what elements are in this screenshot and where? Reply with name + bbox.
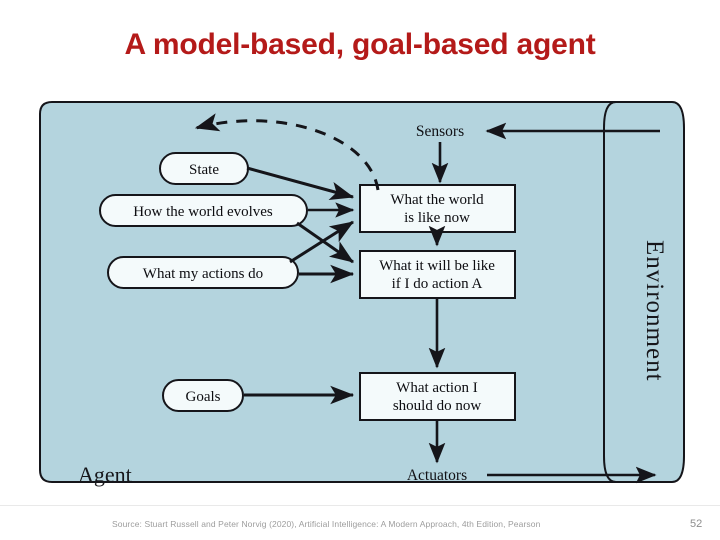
node-how-the-world-evolves-label: How the world evolves bbox=[133, 204, 273, 220]
world-to-state-feedback-arc bbox=[194, 113, 380, 191]
page-title: A model-based, goal-based agent bbox=[124, 28, 596, 61]
node-what-it-will-be-like-line2: if I do action A bbox=[392, 276, 483, 292]
node-what-it-will-be-like bbox=[359, 250, 516, 299]
agent-diagram: Environment Agent Sensors What the world… bbox=[0, 90, 720, 500]
node-state-label: State bbox=[189, 162, 219, 178]
node-goals-label: Goals bbox=[186, 389, 221, 405]
node-what-action-i-should-do-now-line1: What action I bbox=[396, 380, 478, 396]
sensors-label: Sensors bbox=[416, 123, 464, 140]
node-goals bbox=[162, 379, 244, 412]
node-what-my-actions-do-label: What my actions do bbox=[143, 266, 263, 282]
source-citation: Source: Stuart Russell and Peter Norvig … bbox=[112, 519, 541, 529]
footer-divider bbox=[0, 505, 720, 506]
agent-enclosure bbox=[39, 101, 633, 483]
node-what-the-world-is-like-now bbox=[359, 184, 516, 233]
state-to-world-arrow bbox=[246, 166, 355, 200]
node-what-my-actions-do bbox=[107, 256, 299, 289]
environment-enclosure bbox=[603, 101, 685, 483]
node-what-the-world-is-like-now-line1: What the world bbox=[390, 192, 484, 208]
environment-label: Environment bbox=[641, 240, 668, 382]
node-how-the-world-evolves bbox=[99, 194, 308, 227]
actuators-label: Actuators bbox=[407, 467, 467, 484]
evolves-to-prediction-arrow bbox=[296, 221, 354, 264]
agent-label: Agent bbox=[78, 462, 132, 487]
node-what-the-world-is-like-now-line2: is like now bbox=[404, 210, 470, 226]
node-what-action-i-should-do-now-line2: should do now bbox=[393, 398, 482, 414]
page-number: 52 bbox=[690, 518, 703, 530]
actions-to-world-arrow bbox=[289, 220, 355, 264]
node-what-it-will-be-like-line1: What it will be like bbox=[379, 258, 495, 274]
